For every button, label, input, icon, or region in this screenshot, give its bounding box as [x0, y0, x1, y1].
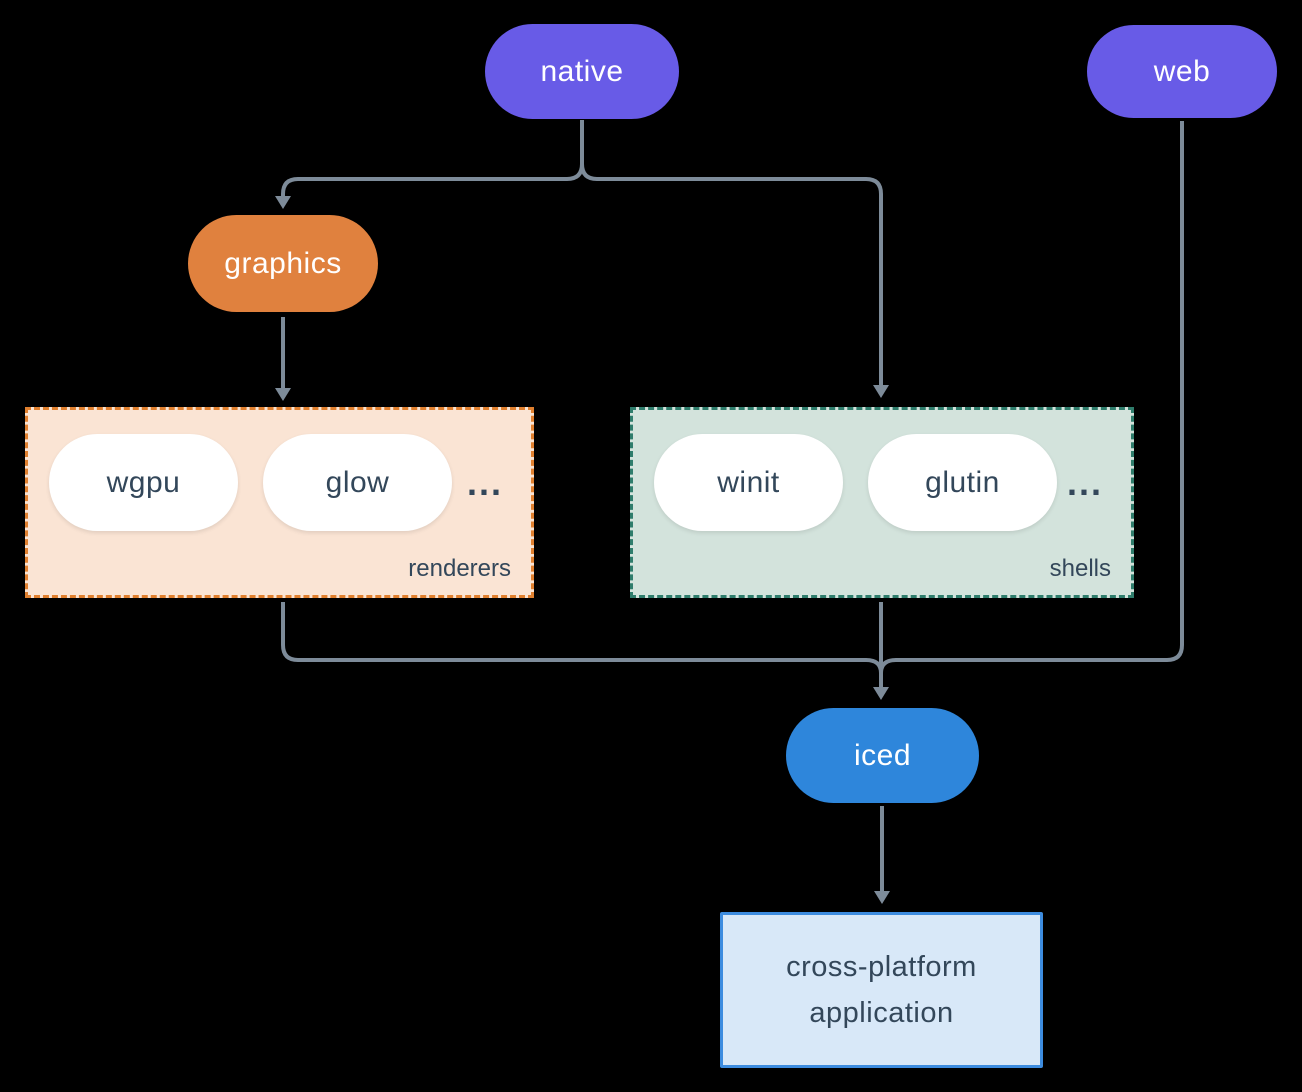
node-glutin-label: glutin: [925, 465, 1000, 499]
node-glow-label: glow: [325, 465, 390, 499]
node-web: web: [1087, 25, 1277, 118]
node-iced: iced: [786, 708, 979, 803]
node-iced-label: iced: [853, 738, 912, 772]
renderers-ellipsis: ...: [466, 462, 503, 503]
node-wgpu: wgpu: [49, 434, 238, 531]
group-renderers: wgpu glow ... renderers: [25, 407, 534, 598]
arrow-down-icon: [873, 687, 889, 700]
node-winit: winit: [654, 434, 843, 531]
node-cross-platform-application: cross-platform application: [720, 912, 1043, 1068]
node-glutin: glutin: [868, 434, 1057, 531]
node-wgpu-label: wgpu: [106, 465, 181, 499]
shells-ellipsis: ...: [1066, 462, 1103, 503]
node-graphics-label: graphics: [224, 246, 342, 280]
arrow-down-icon: [275, 388, 291, 401]
shells-group-label: shells: [1049, 555, 1111, 582]
arrow-down-icon: [874, 891, 890, 904]
node-glow: glow: [263, 434, 452, 531]
renderers-group-label: renderers: [408, 555, 511, 582]
application-label-line1: cross-platform: [786, 951, 977, 983]
node-winit-label: winit: [717, 465, 780, 499]
edge-native-graphics: [281, 120, 584, 197]
node-native-label: native: [540, 54, 624, 88]
arrow-down-icon: [873, 385, 889, 398]
node-web-label: web: [1153, 54, 1211, 88]
node-graphics: graphics: [188, 215, 378, 312]
application-label-line2: application: [809, 997, 954, 1029]
node-native: native: [485, 24, 679, 119]
group-shells: winit glutin ... shells: [630, 407, 1134, 598]
arrow-down-icon: [275, 196, 291, 209]
edge-renderers-iced: [281, 602, 883, 674]
edge-native-shells: [580, 120, 883, 386]
